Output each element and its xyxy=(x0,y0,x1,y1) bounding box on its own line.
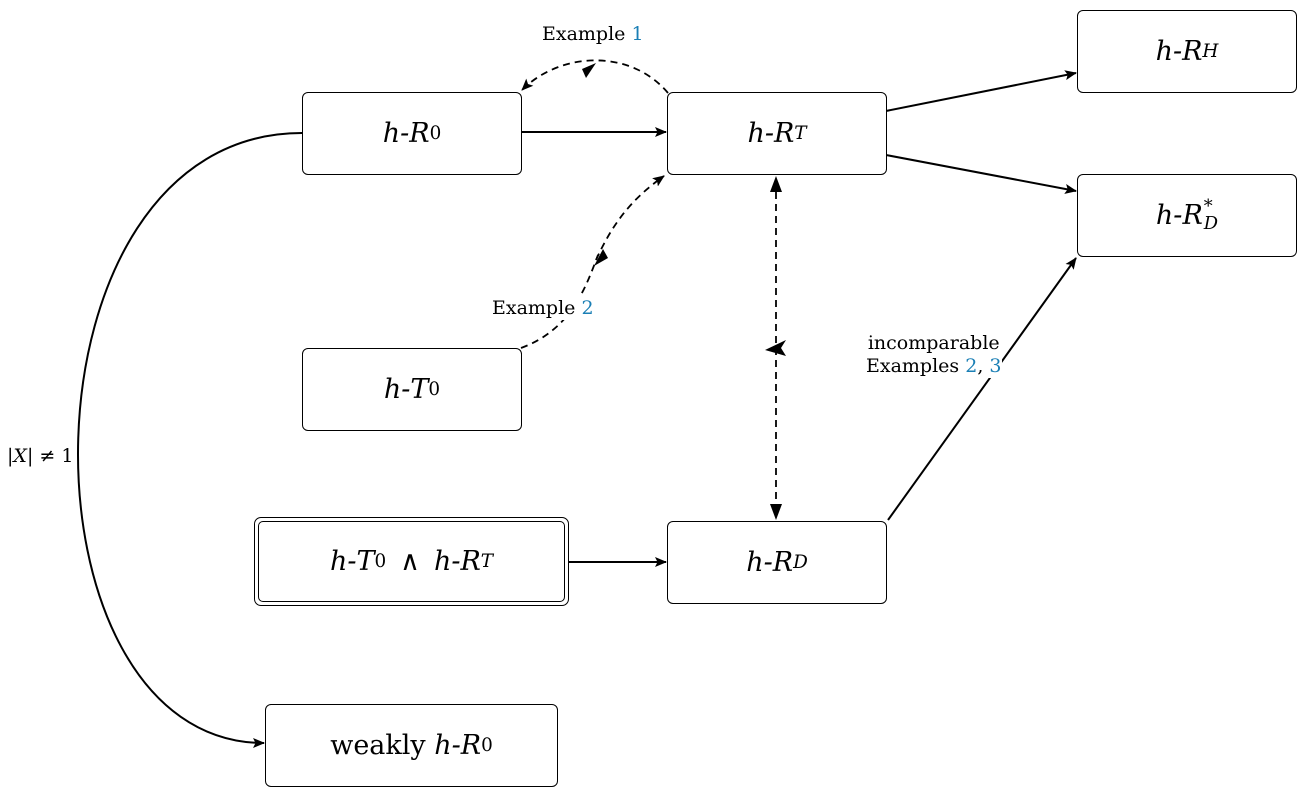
node-h-rt-main: R xyxy=(773,118,795,149)
node-h-rh-main: R xyxy=(1182,36,1203,67)
node-h-r0-main: R xyxy=(409,118,430,149)
rt-rd-arrow-up xyxy=(770,176,782,192)
edge-example2-upper xyxy=(595,175,665,261)
label-example-1-ref[interactable]: 1 xyxy=(631,23,644,45)
node-h-t0-prefix: h- xyxy=(383,374,411,405)
label-incomparable: incomparable Examples 2, 3 xyxy=(866,332,1002,378)
conj-left-sub: 0 xyxy=(374,551,387,572)
node-h-rd-star-main: R xyxy=(1182,200,1203,231)
node-weakly-word: weakly xyxy=(330,730,426,761)
node-h-rd-main: R xyxy=(772,547,794,578)
card-var: X xyxy=(13,445,27,467)
label-incomparable-sep: , xyxy=(977,354,984,377)
label-incomparable-ref-b[interactable]: 3 xyxy=(989,354,1002,377)
label-example-2-ref[interactable]: 2 xyxy=(581,297,594,319)
conj-left-main: T xyxy=(356,546,375,577)
node-weakly-main: R xyxy=(460,730,482,761)
label-example-2: Example 2 xyxy=(492,297,594,320)
node-h-t0-main: T xyxy=(410,374,429,405)
node-h-rh-prefix: h- xyxy=(1155,36,1183,67)
node-h-rd-star-scripts: *D xyxy=(1203,195,1219,234)
card-bar-open: | xyxy=(7,445,14,467)
label-example-1: Example 1 xyxy=(542,23,644,46)
example2-midarrow xyxy=(594,249,608,266)
edge-r0-to-weakly xyxy=(77,132,303,748)
label-cardinality: |X| ≠ 1 xyxy=(6,443,75,470)
label-example-1-text: Example xyxy=(542,23,626,45)
card-bar-close: | xyxy=(26,445,34,467)
edge-rt-to-rdstar xyxy=(885,154,1077,194)
node-h-rt-sub: T xyxy=(794,123,807,144)
card-value: 1 xyxy=(61,445,74,467)
label-incomparable-examples: Examples xyxy=(866,354,960,377)
node-weakly-sub: 0 xyxy=(481,735,493,756)
conj-operator: ∧ xyxy=(400,546,420,577)
label-incomparable-ref-a[interactable]: 2 xyxy=(965,354,978,377)
node-h-r0-prefix: h- xyxy=(382,118,410,149)
node-h-rt-prefix: h- xyxy=(747,118,774,149)
rt-rd-midmark xyxy=(765,340,786,356)
card-rel: ≠ xyxy=(39,445,56,467)
node-h-rd-star-prefix: h- xyxy=(1155,200,1183,231)
edge-rt-to-rh xyxy=(885,70,1077,112)
node-h-rd-star-sub: D xyxy=(1203,212,1219,234)
label-incomparable-line1: incomparable xyxy=(867,332,1000,354)
node-weakly-prefix: h- xyxy=(434,730,461,761)
node-h-rh-sub: H xyxy=(1202,41,1219,62)
node-h-rd-star: h-R*D xyxy=(1077,174,1297,257)
node-h-rd-prefix: h- xyxy=(746,547,773,578)
conj-right-sub: T xyxy=(480,551,494,572)
node-h-r0-sub: 0 xyxy=(429,123,442,144)
node-h-rd-sub: D xyxy=(793,552,808,573)
node-h-t0-sub: 0 xyxy=(428,379,441,400)
label-incomparable-line2: Examples 2, 3 xyxy=(866,355,1002,378)
conj-right-prefix: h- xyxy=(433,546,461,577)
node-h-rd-star-sup: * xyxy=(1203,195,1213,217)
example1-midarrow xyxy=(582,63,596,78)
conj-left-prefix: h- xyxy=(329,546,357,577)
rt-rd-arrow-down xyxy=(770,504,782,520)
edge-rd-to-rdstar xyxy=(887,257,1077,521)
conj-right-main: R xyxy=(460,546,481,577)
label-example-2-text: Example xyxy=(492,297,576,319)
edge-example1-dashed xyxy=(521,59,669,94)
